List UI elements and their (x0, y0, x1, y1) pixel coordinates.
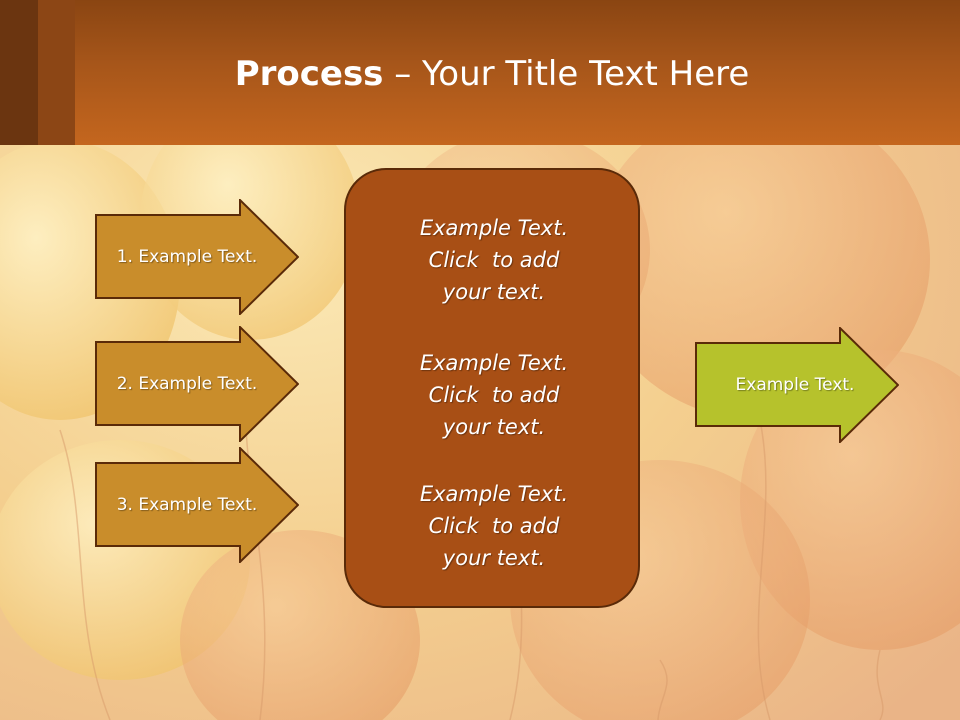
step-arrow-3[interactable] (95, 447, 299, 563)
title-bold: Process (234, 54, 384, 94)
center-text-line: your text. (442, 280, 546, 304)
center-text-block-2: Example Text. Click to add your text. (346, 347, 642, 443)
result-arrow-label: Example Text. (735, 375, 855, 395)
center-text-line: Click to add (428, 248, 560, 272)
result-arrow[interactable] (695, 327, 899, 443)
center-text-line: your text. (442, 415, 546, 439)
center-process-box[interactable]: Example Text. Click to add your text. Ex… (344, 168, 640, 608)
center-text-block-1: Example Text. Click to add your text. (346, 212, 642, 308)
center-text-line: Click to add (428, 514, 560, 538)
step-arrow-2-label: 2. Example Text. (116, 374, 258, 394)
header-corner-block (0, 0, 38, 145)
header-corner-block-secondary (38, 0, 75, 145)
step-arrow-1-label: 1. Example Text. (116, 247, 258, 267)
center-text-block-3: Example Text. Click to add your text. (346, 478, 642, 574)
center-text-line: your text. (442, 546, 546, 570)
center-text-line: Example Text. (419, 351, 569, 375)
step-arrow-1[interactable] (95, 199, 299, 315)
step-arrow-3-label: 3. Example Text. (116, 495, 258, 515)
center-text-line: Click to add (428, 383, 560, 407)
step-arrow-2[interactable] (95, 326, 299, 442)
center-text-line: Example Text. (419, 216, 569, 240)
slide-title[interactable]: Process – Your Title Text Here (0, 52, 960, 96)
title-rest: – Your Title Text Here (383, 54, 750, 94)
header-band (0, 0, 960, 145)
center-text-line: Example Text. (419, 482, 569, 506)
